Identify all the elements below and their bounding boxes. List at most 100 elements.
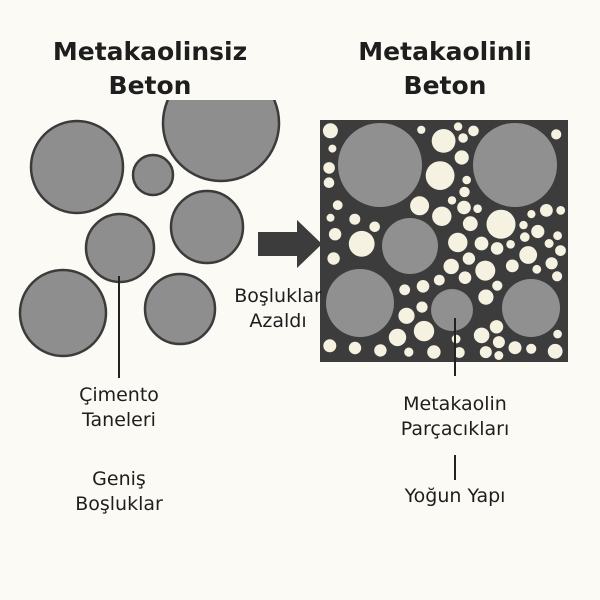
cement-grain xyxy=(326,269,394,337)
metakaolin-particle xyxy=(458,271,472,285)
metakaolin-particle xyxy=(475,260,496,281)
metakaolin-particle xyxy=(479,346,492,359)
metakaolin-particle xyxy=(553,231,562,241)
cement-grain xyxy=(382,218,438,274)
left-title: Metakaolinsiz Beton xyxy=(30,35,270,103)
metakaolin-particle xyxy=(526,343,537,354)
metakaolin-particle xyxy=(432,206,452,226)
metakaolin-particle xyxy=(462,216,478,232)
cement-grains xyxy=(18,100,281,358)
metakaolin-particle xyxy=(326,213,335,222)
metakaolin-particle xyxy=(547,343,563,359)
cement-label-line2: Taneleri xyxy=(82,409,156,431)
metakaolin-particle xyxy=(431,129,456,153)
metakaolin-particle xyxy=(374,344,387,357)
metakaolin-particles xyxy=(322,122,566,360)
metakaolin-particle xyxy=(454,150,469,165)
metakaolin-particle xyxy=(416,280,430,293)
cement-grain xyxy=(143,272,217,346)
metakaolin-particle xyxy=(453,122,463,131)
dense-structure-label: Yoğun Yapı xyxy=(404,485,506,507)
metakaolin-particle xyxy=(473,204,482,213)
cement-grain xyxy=(431,289,473,331)
metakaolin-particle xyxy=(492,280,503,291)
metakaolin-particle xyxy=(462,175,472,185)
particles-label-line2: Parçacıkları xyxy=(400,418,510,440)
metakaolin-particle xyxy=(506,240,515,249)
metakaolin-particle xyxy=(448,232,468,253)
metakaolin-particle xyxy=(527,210,536,219)
metakaolin-particle xyxy=(519,246,538,264)
metakaolin-particle xyxy=(478,289,494,305)
metakaolin-particle xyxy=(425,161,455,191)
metakaolin-particle xyxy=(532,264,542,274)
metakaolin-particle xyxy=(447,196,457,205)
metakaolin-particle xyxy=(508,341,522,355)
metakaolin-particle xyxy=(417,125,426,134)
metakaolin-particle xyxy=(332,200,343,211)
left-title-line2: Beton xyxy=(108,71,192,100)
metakaolin-particle xyxy=(519,220,528,230)
metakaolin-particle xyxy=(459,186,470,198)
metakaolin-particle xyxy=(323,177,335,188)
metakaolin-particle xyxy=(427,345,441,359)
metakaolin-particle xyxy=(474,236,489,251)
metakaolin-particle xyxy=(348,341,362,355)
cement-grain xyxy=(502,279,560,337)
metakaolin-particle xyxy=(458,133,468,143)
metakaolin-particle xyxy=(369,221,381,233)
large-voids-label: Geniş Boşluklar xyxy=(54,467,184,517)
metakaolin-particle xyxy=(327,252,340,265)
cement-label-line1: Çimento xyxy=(79,384,159,406)
arrow-label-line2: Azaldı xyxy=(249,310,307,332)
metakaolin-particle xyxy=(349,213,361,225)
right-title-line2: Beton xyxy=(403,71,487,100)
arrow-label-line1: Boşluklar xyxy=(234,285,322,307)
metakaolin-particle xyxy=(322,123,338,139)
right-title-line1: Metakaolinli xyxy=(358,37,532,66)
cement-grain xyxy=(338,123,422,207)
dense-concrete-block xyxy=(320,120,568,362)
cement-grain xyxy=(18,268,108,358)
metakaolin-particle xyxy=(443,258,459,275)
metakaolin-particle xyxy=(410,196,430,216)
arrow-icon xyxy=(258,220,322,268)
metakaolin-particle xyxy=(348,230,375,257)
arrow-label: Boşluklar Azaldı xyxy=(218,284,338,334)
metakaolin-particle xyxy=(453,347,465,358)
cement-grain xyxy=(131,153,175,197)
metakaolin-particle xyxy=(404,347,414,357)
metakaolin-particle xyxy=(462,252,476,265)
metakaolin-particle xyxy=(540,204,553,217)
metakaolin-particle xyxy=(531,224,545,239)
metakaolin-particle xyxy=(388,328,407,347)
metakaolin-particle xyxy=(457,200,471,215)
metakaolin-particle xyxy=(505,259,519,273)
cement-grain xyxy=(473,123,557,207)
voids-label-line2: Boşluklar xyxy=(75,493,163,515)
metakaolin-particle xyxy=(398,307,415,324)
metakaolin-particle xyxy=(551,129,562,140)
cement-grain xyxy=(161,100,281,183)
metakaolin-particles-label: Metakaolin Parçacıkları xyxy=(380,392,530,442)
cement-grain xyxy=(29,119,125,215)
metakaolin-particle xyxy=(399,284,411,296)
metakaolin-particle xyxy=(323,339,337,353)
metakaolin-particle xyxy=(544,239,554,248)
particles-label-line1: Metakaolin xyxy=(403,393,507,415)
metakaolin-particle xyxy=(416,301,428,313)
metakaolin-particle xyxy=(492,336,505,349)
metakaolin-particle xyxy=(468,125,479,137)
cement-grain xyxy=(84,212,156,284)
metakaolin-particle xyxy=(490,242,504,255)
metakaolin-particle xyxy=(553,329,562,339)
metakaolin-particle xyxy=(433,274,445,286)
metakaolin-particle xyxy=(489,320,504,334)
metakaolin-particle xyxy=(555,245,566,256)
metakaolin-particle xyxy=(494,351,504,360)
metakaolin-particle xyxy=(473,327,490,344)
cement-grain xyxy=(169,189,245,265)
metakaolin-particle xyxy=(486,209,516,239)
